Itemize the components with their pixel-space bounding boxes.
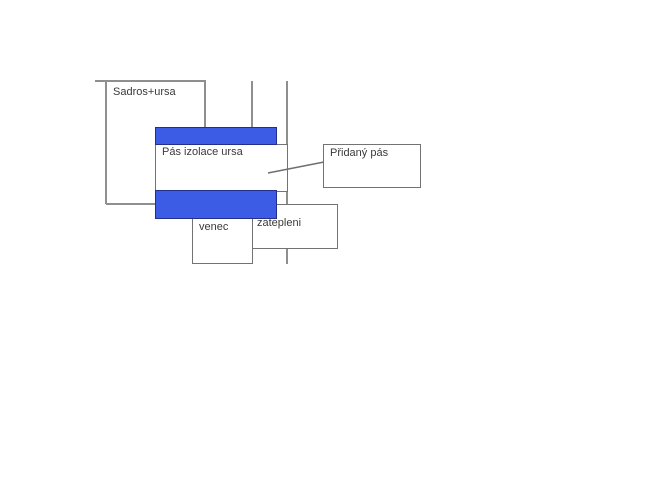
sadros-ursa-label: Sadros+ursa — [113, 86, 176, 98]
blue-bar-bottom — [155, 190, 277, 219]
venec-label: venec — [199, 221, 229, 233]
blue-bar-top — [155, 127, 277, 145]
pas-izolace-ursa-label: Pás izolace ursa — [162, 146, 243, 158]
pridany-pas-box — [323, 144, 421, 188]
leader-line — [267, 161, 325, 174]
zatepleni-label: zatepleni — [257, 217, 302, 229]
venec-box — [192, 218, 253, 264]
pridany-pas-label: Přidaný pás — [330, 147, 389, 159]
